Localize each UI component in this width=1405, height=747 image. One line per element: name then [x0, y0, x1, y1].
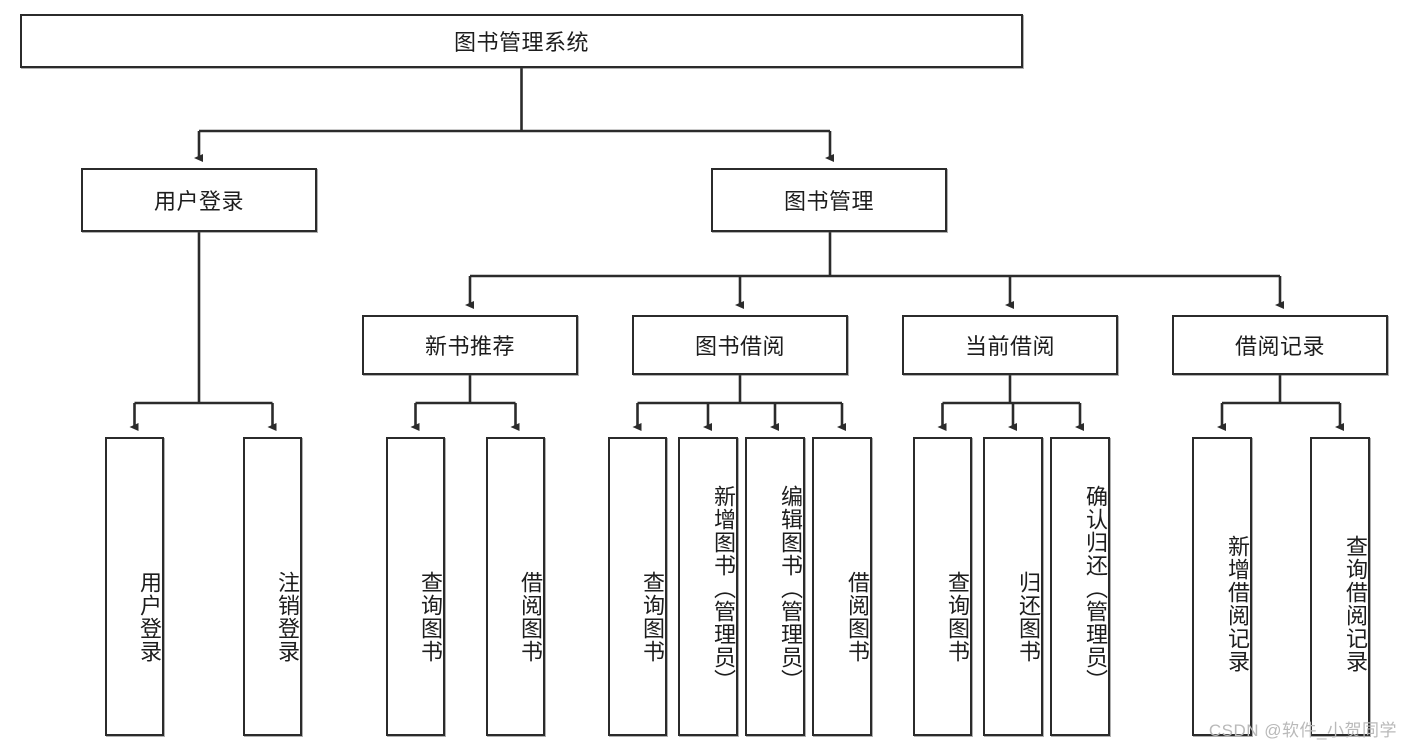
node-book-management-label: 图书管理 [783, 189, 874, 214]
leaf-return-book[interactable]: 归还图书 [983, 437, 1043, 736]
node-root-label: 图书管理系统 [453, 30, 589, 55]
csdn-watermark: CSDN @软件_小贺同学 [1208, 721, 1397, 740]
leaf-confirm-return-admin-label: 确认归还（管理员） [1083, 485, 1108, 692]
node-book-borrow[interactable]: 图书借阅 [632, 315, 848, 375]
leaf-user-login-label: 用户登录 [137, 570, 162, 663]
leaf-query-book-borrow[interactable]: 查询图书 [608, 437, 667, 736]
leaf-query-book-current[interactable]: 查询图书 [913, 437, 972, 736]
node-current-borrow[interactable]: 当前借阅 [902, 315, 1118, 375]
node-new-book-recommend[interactable]: 新书推荐 [362, 315, 578, 375]
node-root[interactable]: 图书管理系统 [20, 14, 1023, 68]
leaf-query-borrow-record[interactable]: 查询借阅记录 [1310, 437, 1370, 736]
node-book-borrow-label: 图书借阅 [694, 334, 785, 359]
leaf-add-book-admin-label: 新增图书（管理员） [711, 485, 736, 692]
leaf-query-book-recommend[interactable]: 查询图书 [386, 437, 445, 736]
leaf-return-book-label: 归还图书 [1016, 570, 1041, 663]
leaf-add-borrow-record-label: 新增借阅记录 [1225, 534, 1250, 673]
leaf-borrow-book[interactable]: 借阅图书 [812, 437, 872, 736]
leaf-query-book-current-label: 查询图书 [945, 570, 970, 663]
leaf-edit-book-admin-label: 编辑图书（管理员） [778, 485, 803, 692]
node-book-management[interactable]: 图书管理 [711, 168, 947, 232]
leaf-query-borrow-record-label: 查询借阅记录 [1343, 534, 1368, 673]
node-borrow-record-label: 借阅记录 [1234, 334, 1325, 359]
leaf-borrow-book-label: 借阅图书 [845, 570, 870, 663]
node-user-login[interactable]: 用户登录 [81, 168, 317, 232]
leaf-add-book-admin[interactable]: 新增图书（管理员） [678, 437, 738, 736]
leaf-borrow-book-recommend[interactable]: 借阅图书 [486, 437, 545, 736]
leaf-edit-book-admin[interactable]: 编辑图书（管理员） [745, 437, 805, 736]
leaf-confirm-return-admin[interactable]: 确认归还（管理员） [1050, 437, 1110, 736]
leaf-logout[interactable]: 注销登录 [243, 437, 302, 736]
leaf-borrow-book-recommend-label: 借阅图书 [518, 570, 543, 663]
leaf-query-book-borrow-label: 查询图书 [640, 570, 665, 663]
node-new-book-recommend-label: 新书推荐 [424, 334, 515, 359]
node-user-login-label: 用户登录 [153, 189, 244, 214]
node-current-borrow-label: 当前借阅 [964, 334, 1055, 359]
leaf-query-book-recommend-label: 查询图书 [418, 570, 443, 663]
leaf-user-login[interactable]: 用户登录 [105, 437, 164, 736]
leaf-add-borrow-record[interactable]: 新增借阅记录 [1192, 437, 1252, 736]
leaf-logout-label: 注销登录 [275, 570, 300, 663]
node-borrow-record[interactable]: 借阅记录 [1172, 315, 1388, 375]
